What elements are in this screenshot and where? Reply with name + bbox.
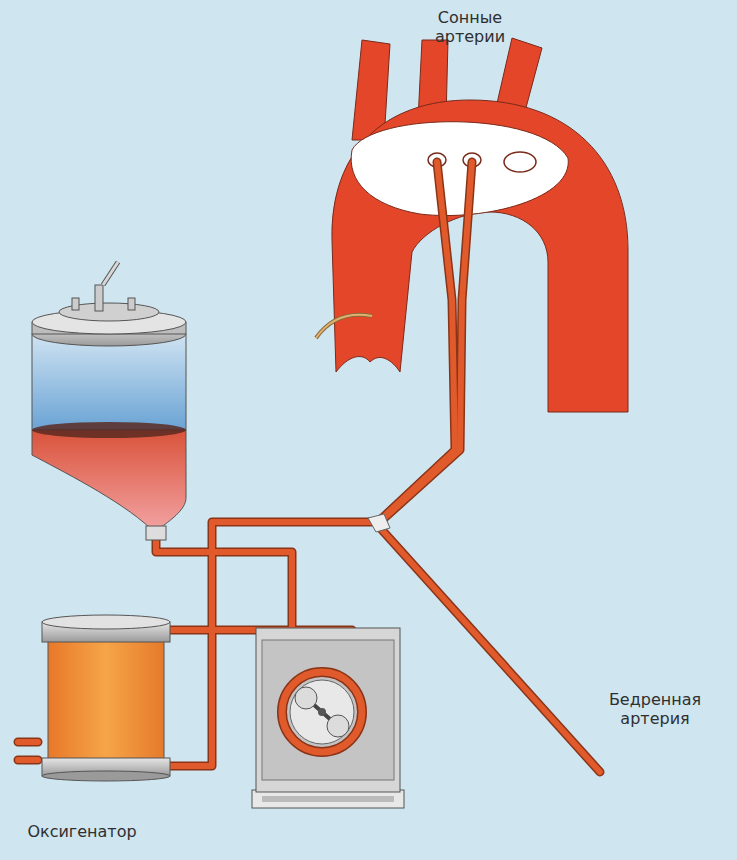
vent-cannula: [316, 315, 372, 338]
roller-pump: [252, 628, 404, 808]
oxygenator-unit: [42, 615, 170, 781]
y-connector: [368, 514, 390, 532]
aortotomy-opening: [351, 122, 568, 216]
vessel-label: Бедренная артерия: [580, 690, 730, 728]
venous-reservoir: [32, 262, 186, 540]
vent-cannula: [316, 315, 372, 338]
device-label: Оксигенатор: [7, 822, 157, 841]
vessel-orifice: [504, 152, 536, 172]
aortic-arch: [332, 100, 628, 412]
vessel-label: Сонные артерии: [415, 8, 525, 46]
